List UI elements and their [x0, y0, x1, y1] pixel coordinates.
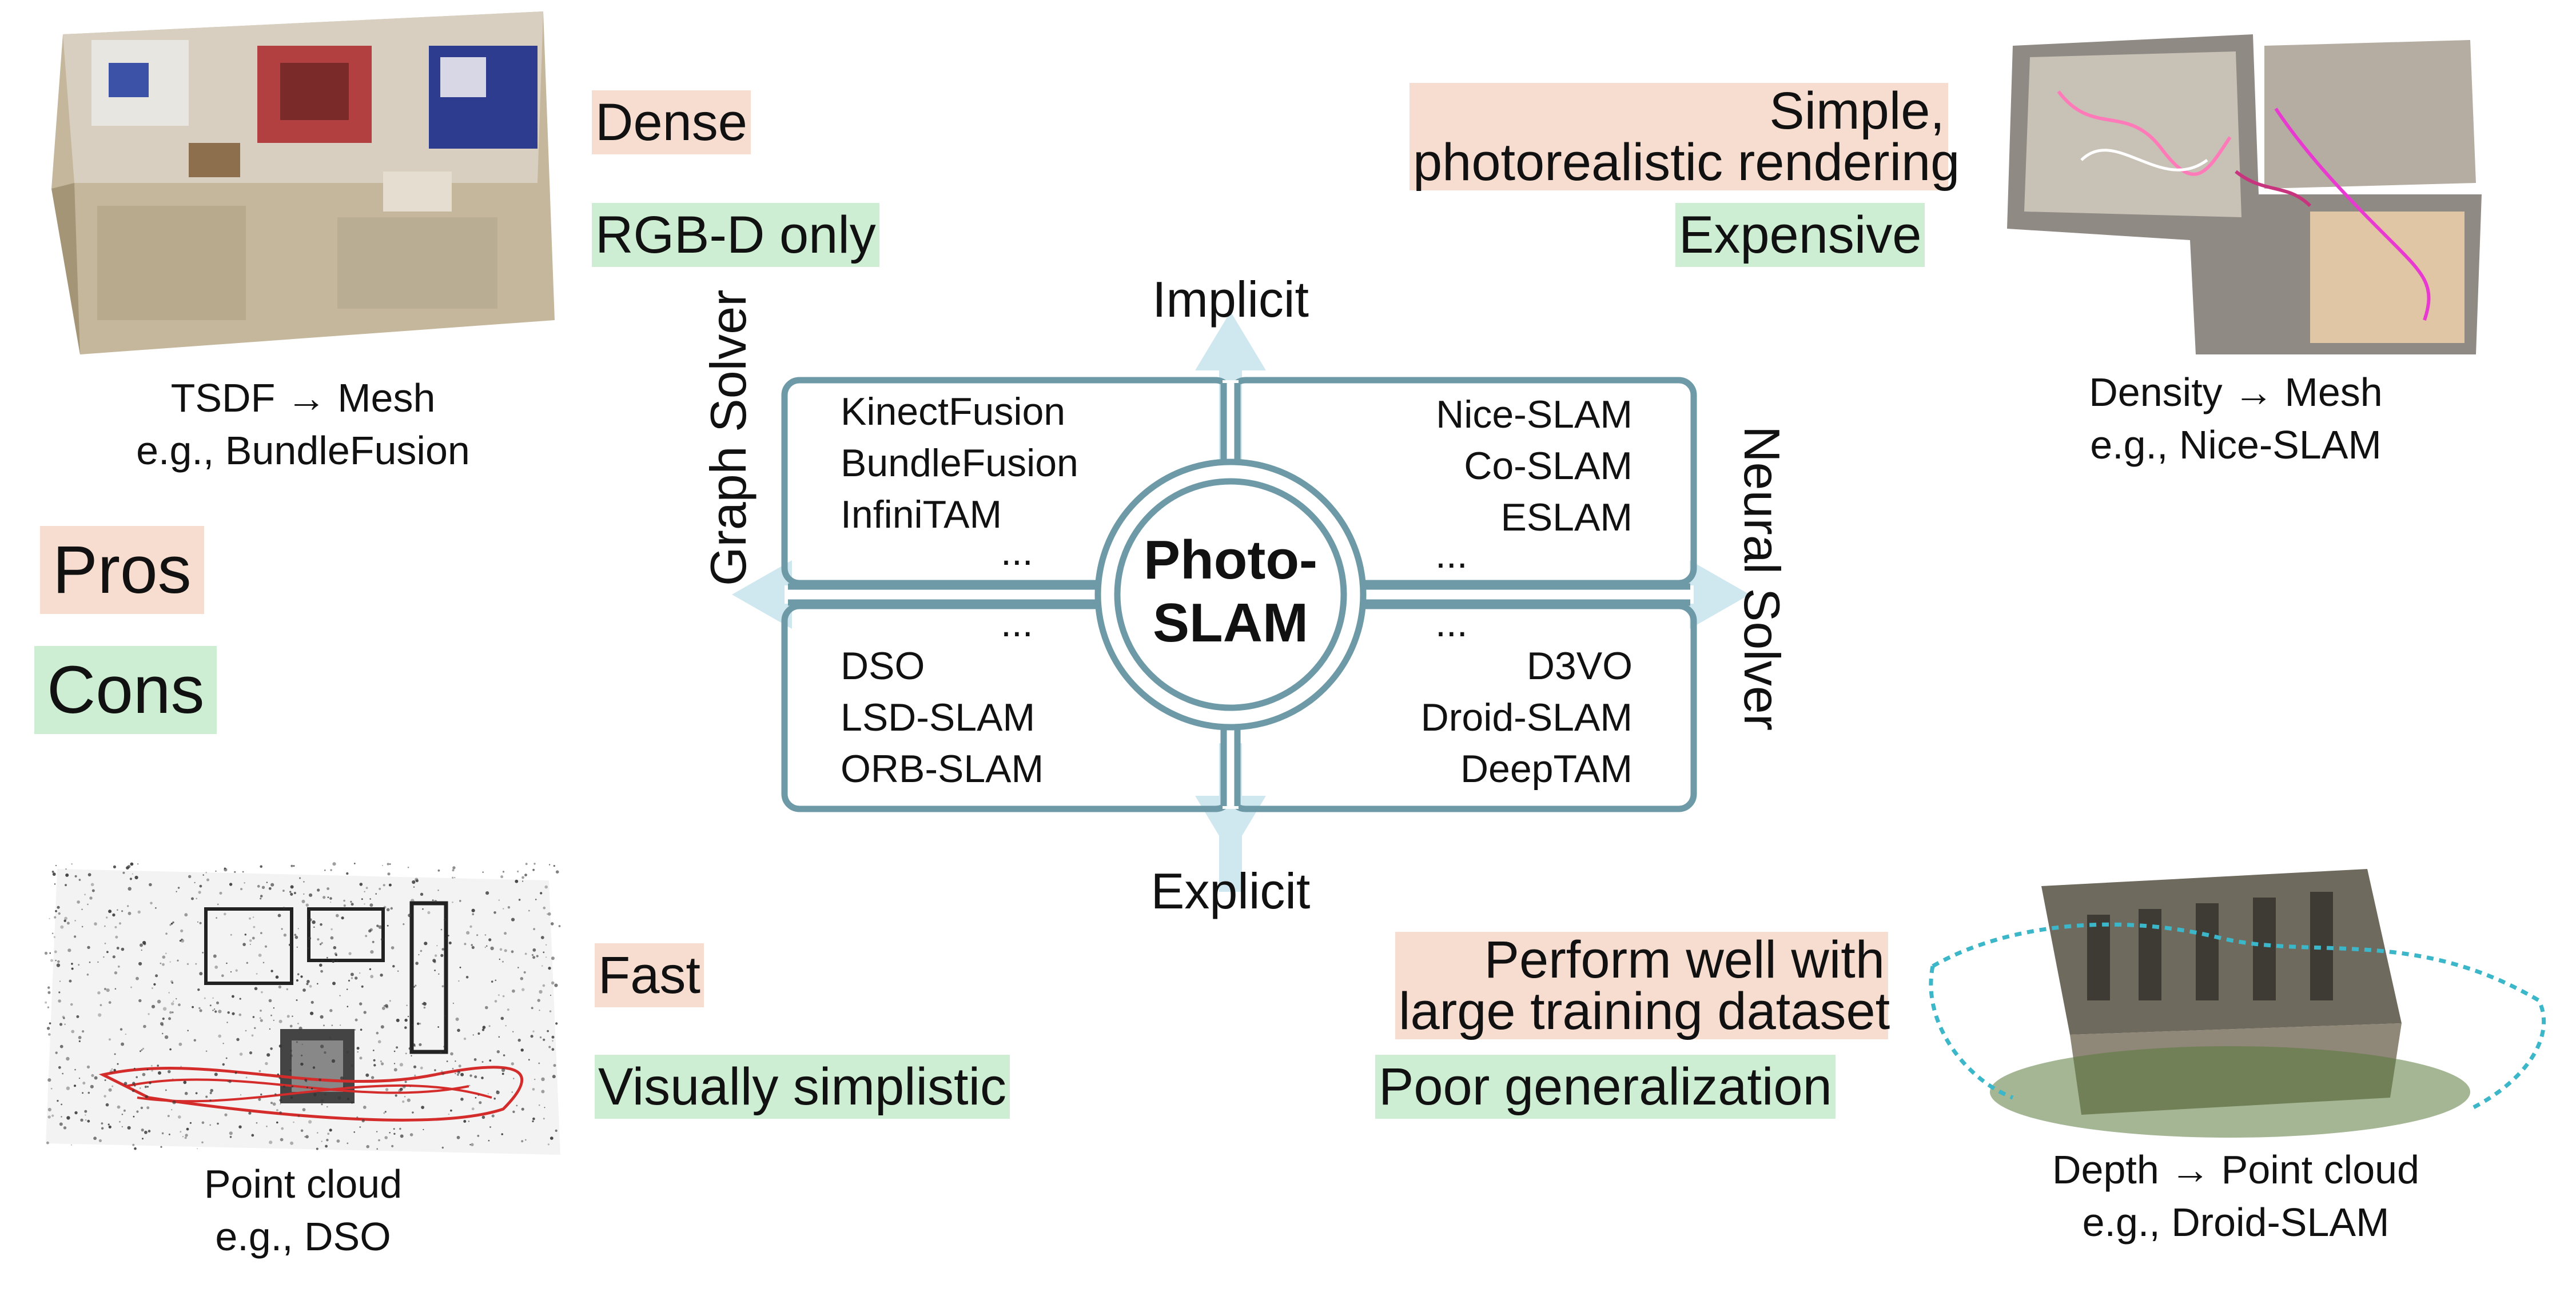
caption-top-left: TSDF → Mesh e.g., BundleFusion: [86, 372, 520, 477]
center-circle-inner: [1114, 478, 1347, 711]
depth-point-cloud-image: [1898, 852, 2573, 1161]
pro-tag-bottom-right: Perform well with large training dataset: [1395, 931, 1890, 1040]
method-item: ...: [1435, 533, 1468, 576]
con-tag-top-right: Expensive: [1675, 203, 1925, 267]
methods-bottom-left: ... DSO LSD-SLAM ORB-SLAM: [841, 601, 1044, 795]
method-item: Co-SLAM: [1464, 444, 1633, 488]
method-item: DeepTAM: [1460, 747, 1633, 791]
pro-tag-bottom-left: Fast: [595, 943, 704, 1007]
methods-bottom-right: ... D3VO Droid-SLAM DeepTAM: [1372, 601, 1633, 795]
method-item: ...: [1435, 601, 1468, 645]
method-item: ORB-SLAM: [841, 747, 1044, 791]
legend-pros: Pros: [40, 526, 204, 614]
method-item: Nice-SLAM: [1436, 393, 1633, 436]
density-mesh-image: [1990, 23, 2493, 366]
caption-bottom-left: Point cloud e.g., DSO: [86, 1158, 520, 1263]
method-item: KinectFusion: [841, 390, 1066, 433]
pro-line: Perform well with: [1484, 931, 1885, 989]
methods-top-right: Nice-SLAM Co-SLAM ESLAM ...: [1372, 389, 1633, 576]
method-item: DSO: [841, 644, 925, 688]
axis-label-neural-solver: Neural Solver: [1734, 426, 1790, 731]
con-tag-top-left: RGB-D only: [592, 203, 879, 267]
caption-line: e.g., DSO: [215, 1214, 391, 1259]
method-item: ...: [1001, 530, 1033, 573]
pro-tag-top-right: Simple, photorealistic rendering: [1410, 82, 1960, 192]
method-item: D3VO: [1526, 644, 1633, 688]
axis-label-explicit: Explicit: [1150, 863, 1311, 919]
pro-tag-top-left: Dense: [592, 90, 751, 154]
caption-line: e.g., BundleFusion: [136, 428, 470, 473]
con-tag-bottom-left: Visually simplistic: [595, 1055, 1010, 1119]
method-item: ESLAM: [1500, 496, 1633, 539]
legend-cons: Cons: [34, 646, 217, 734]
caption-line: Density → Mesh: [2089, 370, 2383, 414]
center-label-line-2: SLAM: [1153, 592, 1308, 653]
caption-line: e.g., Nice-SLAM: [2090, 422, 2382, 467]
methods-top-left: KinectFusion BundleFusion InfiniTAM ...: [841, 386, 1078, 573]
method-item: LSD-SLAM: [841, 696, 1036, 739]
con-tag-bottom-right: Poor generalization: [1375, 1055, 1836, 1119]
mesh-reconstruction-image: [40, 0, 566, 366]
pro-line: Simple,: [1769, 82, 1945, 140]
method-item: Droid-SLAM: [1420, 696, 1633, 739]
point-cloud-image: [34, 846, 572, 1166]
caption-line: Depth → Point cloud: [2052, 1147, 2420, 1192]
caption-line: TSDF → Mesh: [170, 376, 436, 420]
method-item: BundleFusion: [841, 441, 1078, 485]
center-label-line-1: Photo-: [1144, 529, 1317, 591]
pro-line: photorealistic rendering: [1413, 133, 1960, 192]
method-item: InfiniTAM: [841, 493, 1002, 536]
method-item: ...: [1001, 601, 1033, 645]
axis-label-implicit: Implicit: [1152, 271, 1309, 328]
caption-top-right: Density → Mesh e.g., Nice-SLAM: [2018, 366, 2453, 471]
axis-label-graph-solver: Graph Solver: [700, 289, 757, 586]
center-label: Photo- SLAM: [1126, 529, 1335, 655]
caption-line: Point cloud: [204, 1162, 403, 1206]
caption-line: e.g., Droid-SLAM: [2082, 1200, 2390, 1245]
caption-bottom-right: Depth → Point cloud e.g., Droid-SLAM: [2018, 1143, 2453, 1249]
pro-line: large training dataset: [1399, 982, 1890, 1040]
